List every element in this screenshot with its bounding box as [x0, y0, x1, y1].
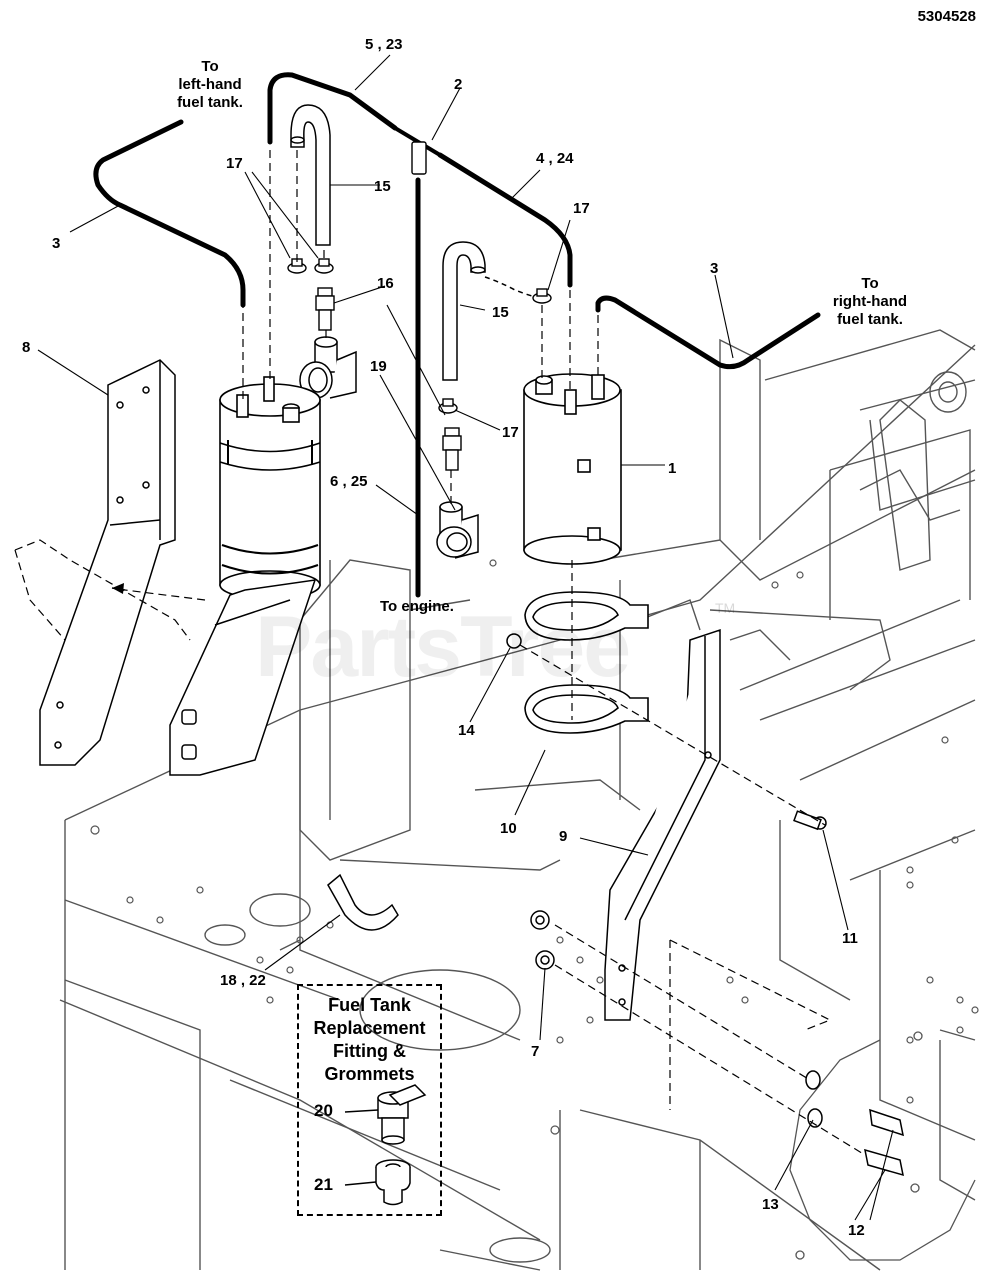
part-label: 13 [762, 1196, 779, 1213]
watermark: PartsTree [255, 599, 631, 695]
elbow-grommets [299, 336, 479, 559]
part-label: 17 [502, 424, 519, 441]
annotation-line: right-hand [832, 293, 908, 310]
document-number: 5304528 [917, 8, 976, 25]
part-label: 3 [710, 260, 719, 277]
assembly-lines [14, 150, 866, 1156]
part-label: 17 [226, 155, 243, 172]
callout-fitting-20 [344, 1084, 427, 1145]
callout-title: Fuel Tank Replacement Fitting & Grommets [299, 994, 440, 1086]
t-fitting [393, 126, 442, 175]
frame-holes [90, 541, 979, 1135]
fuel-line-3-left [93, 119, 246, 308]
fuel-lines [93, 72, 821, 598]
part-label: 6 , 25 [330, 473, 368, 490]
part-label: 3 [52, 235, 61, 252]
fan-plate [789, 1031, 976, 1261]
tank-straps [524, 591, 649, 734]
part-label: 2 [454, 76, 463, 93]
tank-bracket-left [169, 579, 317, 776]
annotation-line: fuel tank. [177, 94, 243, 111]
part-label: 15 [492, 304, 509, 321]
part-label: 1 [668, 460, 677, 477]
fuel-tank-left [219, 376, 321, 600]
mower-frame [59, 329, 976, 1271]
annotation-line: To [861, 275, 879, 292]
part-label: 19 [370, 358, 387, 375]
annotation-line: To [201, 58, 219, 75]
arrow-head [112, 583, 124, 594]
vent-hose-left [290, 104, 331, 246]
part-label: 10 [500, 820, 517, 837]
to-right-tank-label: To right-hand fuel tank. [815, 275, 925, 329]
part-label: 11 [842, 930, 858, 947]
callout-title-line: Fuel Tank [328, 995, 411, 1015]
fuel-line-3-right [595, 295, 821, 370]
fuel-tank-right [523, 373, 622, 565]
barbed-fittings [315, 287, 462, 471]
to-left-tank-label: To left-hand fuel tank. [155, 58, 265, 112]
cable-tie [327, 873, 399, 931]
fuel-line-4-24 [437, 152, 573, 288]
vent-hose-middle [442, 241, 541, 381]
part-label: 9 [559, 828, 568, 845]
bracket-8 [39, 359, 176, 766]
callout-label-21: 21 [314, 1175, 333, 1194]
part-label: 4 , 24 [536, 150, 574, 167]
hardware [506, 633, 904, 1177]
part-label: 17 [573, 200, 590, 217]
callout-title-line: Replacement [313, 1018, 426, 1038]
part-label: 16 [377, 275, 394, 292]
fuel-line-5-23 [267, 72, 398, 145]
part-label: 5 , 23 [365, 36, 403, 53]
annotation-line: fuel tank. [837, 311, 903, 328]
to-engine-label: To engine. [380, 598, 454, 615]
leader-lines [37, 54, 894, 1221]
annotation-line: left-hand [178, 76, 242, 93]
callout-title-line: Grommets [324, 1064, 415, 1084]
part-label: 18 , 22 [220, 972, 266, 989]
callout-box: Fuel Tank Replacement Fitting & Grommets [297, 984, 442, 1216]
callout-label-20: 20 [314, 1101, 333, 1120]
part-label: 15 [374, 178, 391, 195]
callout-title-line: Fitting & [333, 1041, 406, 1061]
part-label: 7 [531, 1043, 540, 1060]
callout-grommet-21 [344, 1159, 411, 1206]
hose-clamps [287, 258, 552, 414]
part-label: 14 [458, 722, 475, 739]
part-label: 12 [848, 1222, 865, 1239]
watermark-trademark: TM [715, 600, 736, 616]
part-label: 8 [22, 339, 31, 356]
bracket-9 [604, 628, 721, 1021]
